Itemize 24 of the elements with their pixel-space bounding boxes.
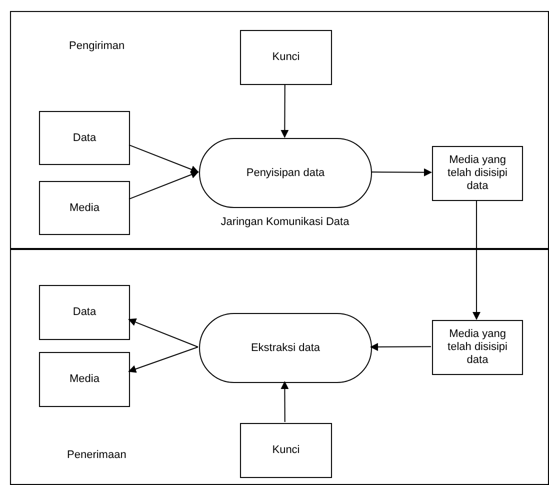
data-box: Media — [39, 352, 130, 407]
arrow — [128, 346, 198, 373]
arrow — [128, 170, 199, 200]
data-box: Data — [39, 111, 130, 165]
data-box: Data — [39, 285, 130, 340]
arrow — [370, 168, 432, 176]
arrow — [370, 342, 432, 351]
lane-title: Penerimaan — [67, 448, 126, 463]
arrow — [128, 144, 199, 174]
lane-title: Pengiriman — [69, 39, 125, 54]
arrow — [280, 381, 289, 422]
arrow — [472, 200, 480, 320]
data-box: Media — [39, 181, 130, 235]
swimlane-band — [10, 11, 549, 249]
data-box: Media yang telah disisipi data — [432, 320, 523, 375]
arrow — [128, 318, 198, 348]
data-box: Kunci — [240, 423, 332, 478]
data-box: Media yang telah disisipi data — [432, 146, 523, 201]
network-label: Jaringan Komunikasi Data — [220, 216, 350, 229]
data-box: Kunci — [240, 30, 332, 85]
process-terminal: Ekstraksi data — [199, 313, 372, 383]
process-terminal: Penyisipan data — [199, 138, 372, 208]
arrow — [280, 84, 289, 138]
swimlane-band — [10, 249, 549, 485]
